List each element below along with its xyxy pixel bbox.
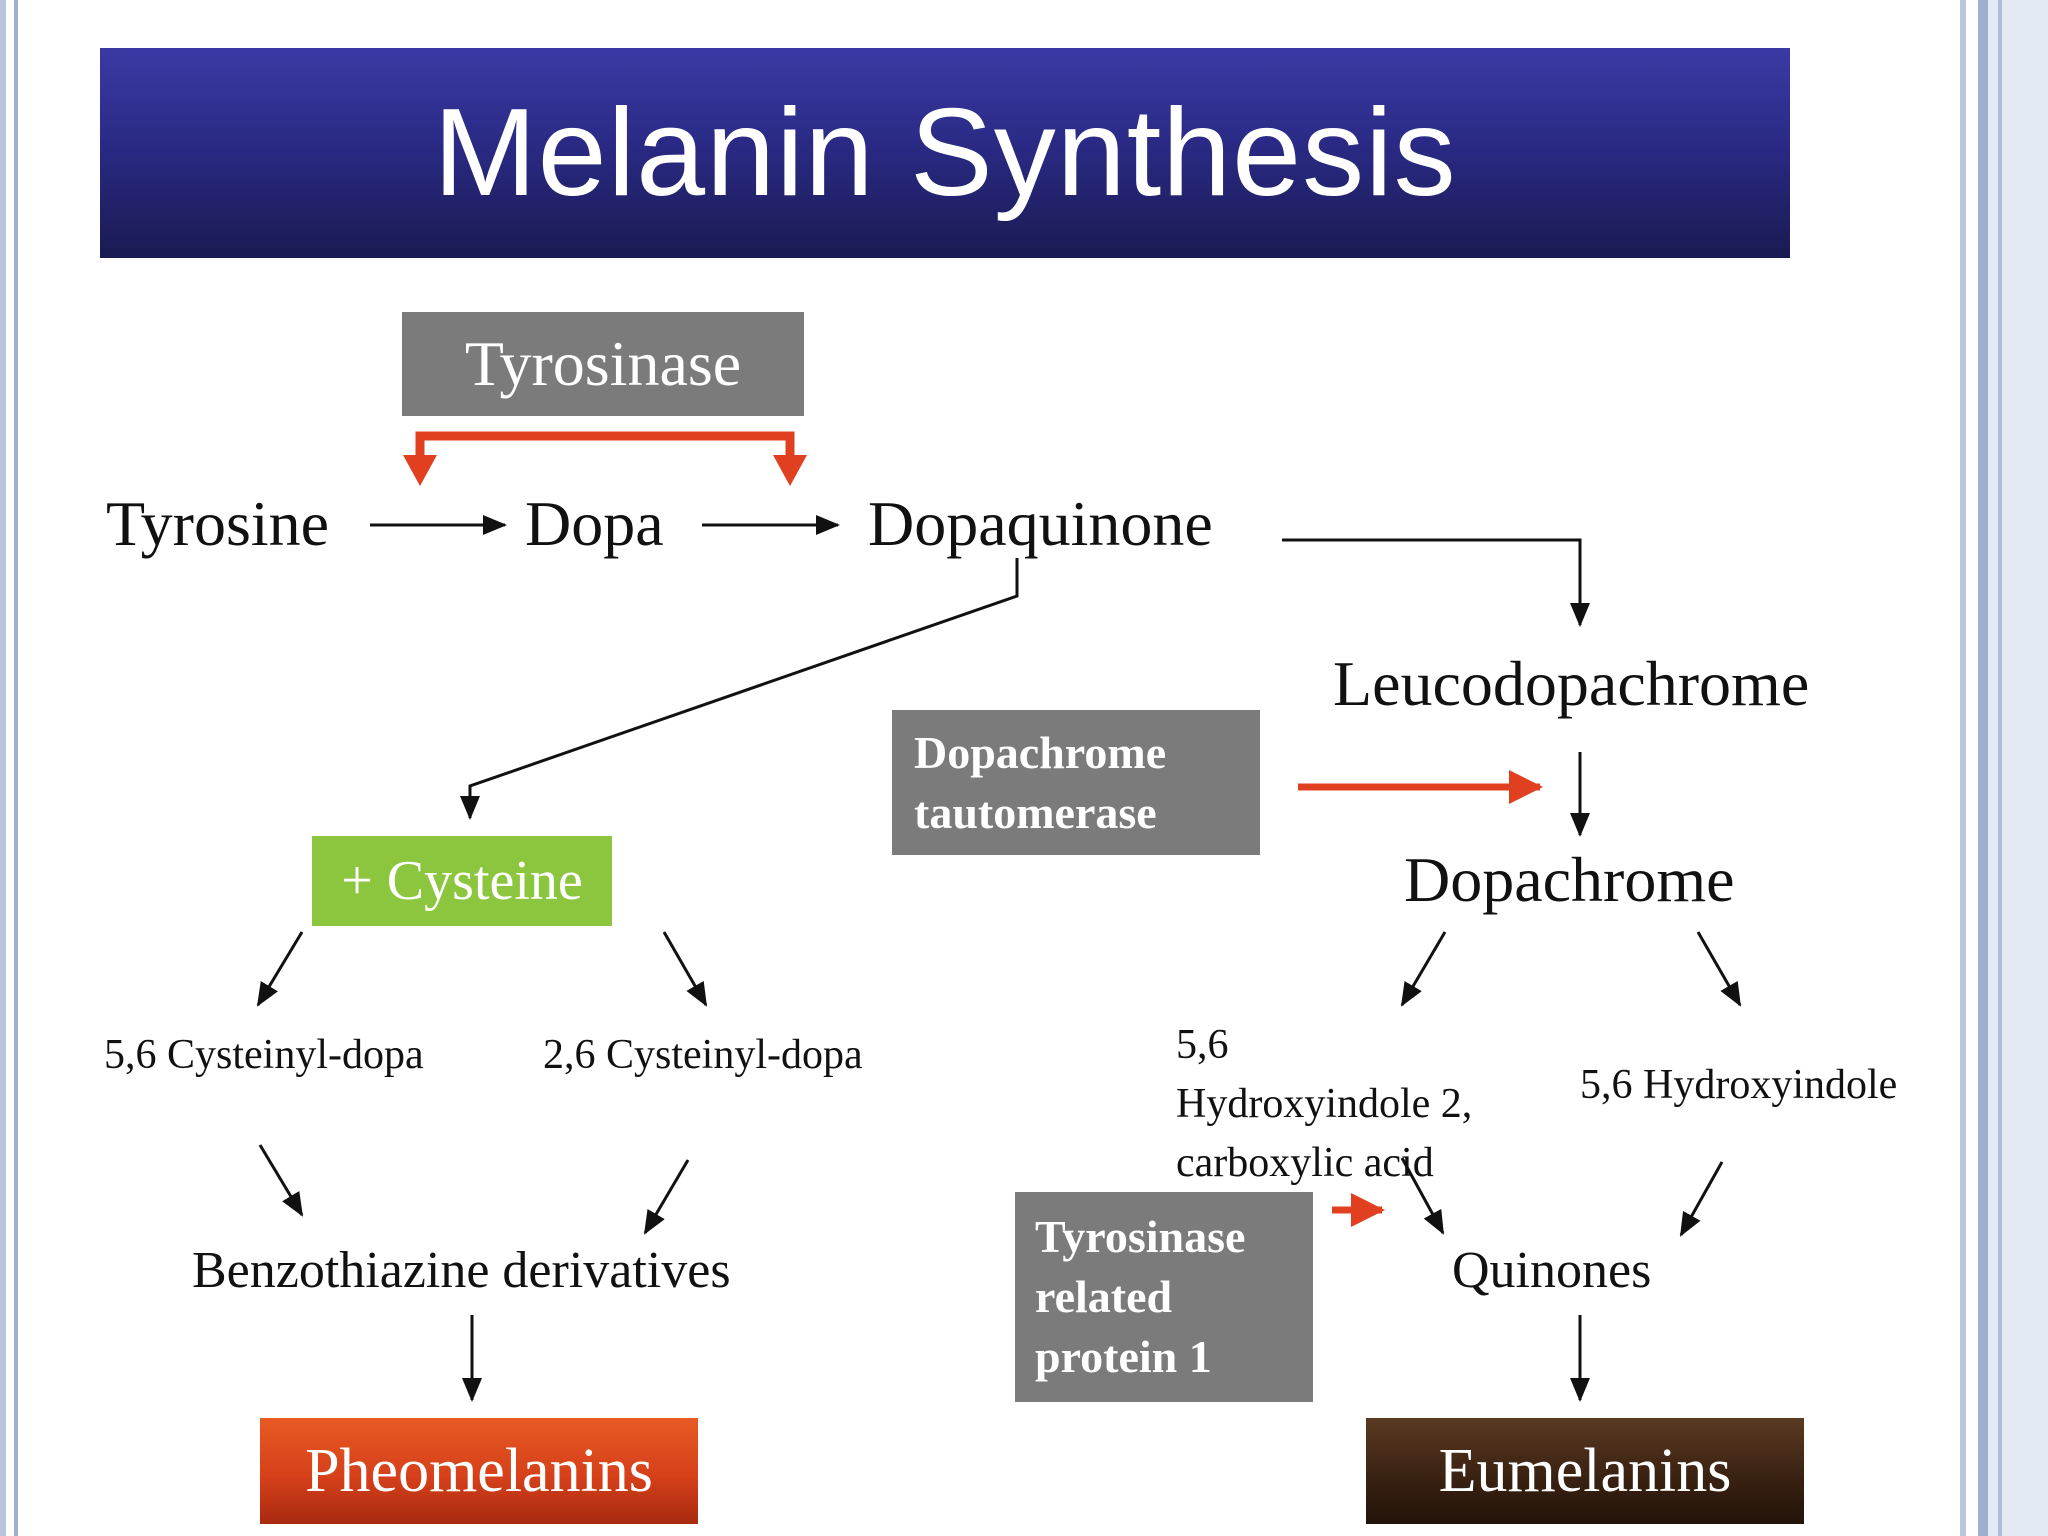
cysteinyl-26-label: 2,6 Cysteinyl-dopa (543, 1032, 863, 1078)
trp1-line-1: Tyrosinase (1035, 1211, 1246, 1263)
slide-frame-right-inner (1978, 0, 1988, 1536)
quinones-label: Quinones (1452, 1242, 1652, 1299)
tyrosinase-enzyme-label: Tyrosinase (464, 328, 742, 399)
tyrosinase-bracket-arrow (415, 431, 795, 468)
trp1-enzyme-label: Tyrosinase related protein 1 (1015, 1207, 1245, 1386)
cysteinyl-56-label: 5,6 Cysteinyl-dopa (104, 1032, 424, 1078)
trp1-line-3: protein 1 (1035, 1330, 1212, 1382)
arrow-dhica-to-quinones (1400, 1157, 1445, 1235)
arrow-dopaquinone-to-leucodopachrome (1282, 538, 1590, 627)
arrow-cysteine-to-56-cysteinyl (256, 931, 304, 1007)
dopachrome-tautomerase-line-1: Dopachrome (914, 726, 1167, 778)
arrow-56-cysteinyl-to-benzothiazine (258, 1144, 304, 1217)
eumelanins-box: Eumelanins (1366, 1418, 1804, 1524)
arrow-26-cysteinyl-to-benzothiazine (643, 1159, 690, 1235)
arrow-dopaquinone-to-cysteine (460, 558, 1019, 820)
dhica-label: 5,6 Hydroxyindole 2, carboxylic acid (1176, 1016, 1472, 1192)
slide-title: Melanin Synthesis (433, 84, 1457, 222)
dhica-line-1: 5,6 (1176, 1022, 1229, 1068)
slide-frame-left (0, 0, 6, 1536)
arrow-cysteine-to-26-cysteinyl (662, 931, 708, 1007)
pheomelanins-label: Pheomelanins (305, 1436, 653, 1505)
tyrosinase-enzyme-box: Tyrosinase (402, 312, 804, 416)
arrow-dopachrome-to-dhi (1696, 931, 1742, 1007)
cysteine-box: + Cysteine (312, 836, 612, 926)
title-banner: Melanin Synthesis (100, 48, 1790, 258)
dhi-label: 5,6 Hydroxyindole (1580, 1062, 1898, 1108)
dhica-line-3: carboxylic acid (1176, 1139, 1434, 1186)
arrow-dopachrome-to-dhica (1400, 931, 1447, 1007)
tyrosinase-arrowhead-right (773, 455, 807, 486)
pheomelanins-box: Pheomelanins (260, 1418, 698, 1524)
slide-frame-right (1960, 0, 1966, 1536)
eumelanins-label: Eumelanins (1438, 1436, 1732, 1505)
dopachrome-tautomerase-line-2: tautomerase (914, 786, 1157, 838)
trp1-line-2: related (1035, 1271, 1173, 1323)
tyrosine-label: Tyrosine (106, 488, 330, 559)
cysteine-label: + Cysteine (341, 850, 583, 912)
dopachrome-tautomerase-label: Dopachrome tautomerase (892, 723, 1166, 843)
arrow-dhi-to-quinones (1679, 1161, 1724, 1237)
dopachrome-label: Dopachrome (1404, 844, 1735, 915)
dopaquinone-label: Dopaquinone (868, 488, 1213, 559)
dhica-line-2: Hydroxyindole 2, (1176, 1080, 1473, 1127)
slide-frame-right-line (1998, 0, 2002, 1536)
slide-frame-left-inner (14, 0, 18, 1536)
dopachrome-tautomerase-box: Dopachrome tautomerase (892, 710, 1260, 855)
trp1-enzyme-box: Tyrosinase related protein 1 (1015, 1192, 1313, 1402)
dopa-label: Dopa (525, 488, 664, 559)
tyrosinase-arrowhead-left (403, 455, 437, 486)
leucodopachrome-label: Leucodopachrome (1333, 648, 1810, 719)
benzothiazine-label: Benzothiazine derivatives (192, 1242, 731, 1299)
